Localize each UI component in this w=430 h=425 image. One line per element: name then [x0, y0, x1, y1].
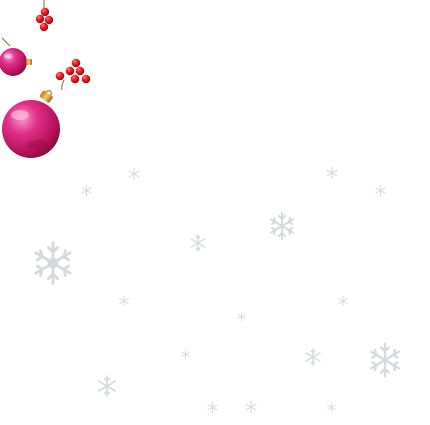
snowflake-icon: [370, 342, 400, 378]
snowflake-icon: [34, 241, 72, 285]
snowflake-icon: [81, 184, 92, 197]
snowflake-icon: [97, 375, 117, 397]
snowflake-icon: [338, 295, 348, 307]
snowflake-icon: [305, 348, 321, 366]
holly-berries-icon: [35, 0, 54, 32]
snowflake-icon: [128, 167, 140, 181]
snowflake-icon: [181, 349, 190, 360]
snowflake-icon: [237, 311, 246, 322]
snowflake-icon: [327, 402, 336, 413]
snowflake-icon: [207, 401, 218, 414]
ornament-bauble-icon: [2, 90, 60, 158]
holly-berries-icon: [55, 58, 91, 91]
snowflake-icon: [245, 400, 257, 414]
snowflake-icon: [375, 184, 386, 197]
snowflake-icon: [326, 166, 338, 180]
snowflake-icon: [270, 212, 294, 240]
snowflake-icon: [190, 234, 206, 252]
snowflake-icon: [119, 295, 129, 307]
ornament-bauble-icon: [0, 37, 32, 76]
ornament-decoration-group: [0, 0, 91, 158]
